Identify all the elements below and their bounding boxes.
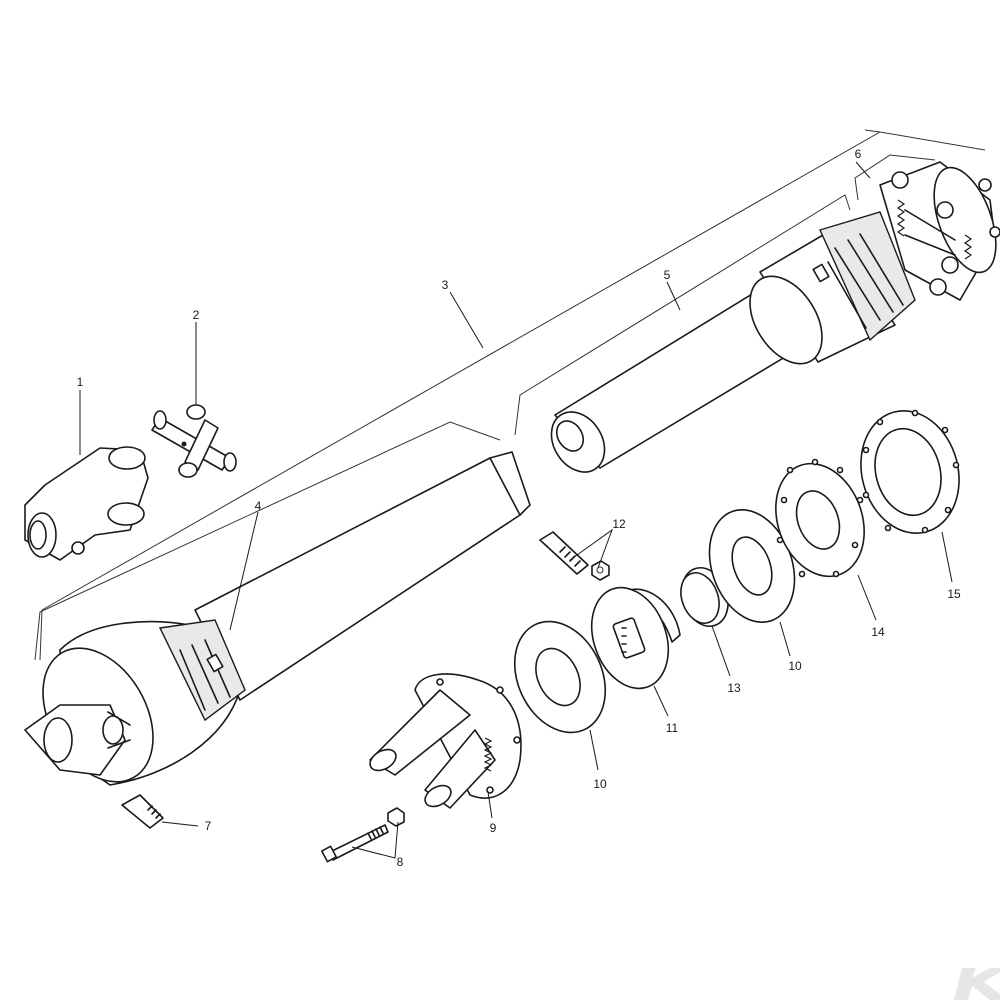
callout-6: 6 [855, 147, 862, 161]
part-friction-disc-lower[interactable] [497, 607, 622, 748]
callout-3: 3 [442, 278, 449, 292]
callout-4: 4 [255, 499, 262, 513]
callout-10-lower: 10 [593, 777, 607, 791]
callout-5: 5 [664, 268, 671, 282]
part-flange-yoke[interactable] [366, 673, 522, 811]
part-cross-journal[interactable] [151, 404, 237, 478]
bracket-3 [39, 129, 986, 661]
callout-15: 15 [947, 587, 961, 601]
part-inner-half-shaft[interactable] [514, 194, 916, 482]
part-hub[interactable] [578, 577, 681, 699]
part-clutch-yoke[interactable] [854, 154, 1000, 301]
k-logo-icon [954, 968, 1000, 1000]
leader-lines [79, 161, 953, 859]
part-bolt-and-nut[interactable] [320, 807, 405, 863]
part-yoke[interactable] [24, 446, 149, 561]
callout-2: 2 [193, 308, 200, 322]
callout-1: 1 [77, 375, 84, 389]
callout-14: 14 [871, 625, 885, 639]
callout-8: 8 [397, 855, 404, 869]
callout-9: 9 [490, 821, 497, 835]
part-spring-plate[interactable] [848, 400, 973, 545]
part-outer-half-shaft[interactable] [20, 421, 531, 801]
part-lock-pin[interactable] [121, 794, 164, 829]
part-friction-disc-upper[interactable] [695, 498, 810, 634]
part-pressure-plate[interactable] [761, 451, 880, 589]
part-bushing[interactable] [674, 561, 736, 632]
callout-labels: 1 2 3 4 5 6 7 8 9 10 10 11 12 13 14 15 [77, 147, 961, 869]
callout-7: 7 [205, 819, 212, 833]
callout-12: 12 [612, 517, 626, 531]
callout-10-upper: 10 [788, 659, 802, 673]
callout-13: 13 [727, 681, 741, 695]
callout-11: 11 [666, 721, 679, 735]
part-bolt-and-nut-small[interactable] [539, 531, 610, 581]
